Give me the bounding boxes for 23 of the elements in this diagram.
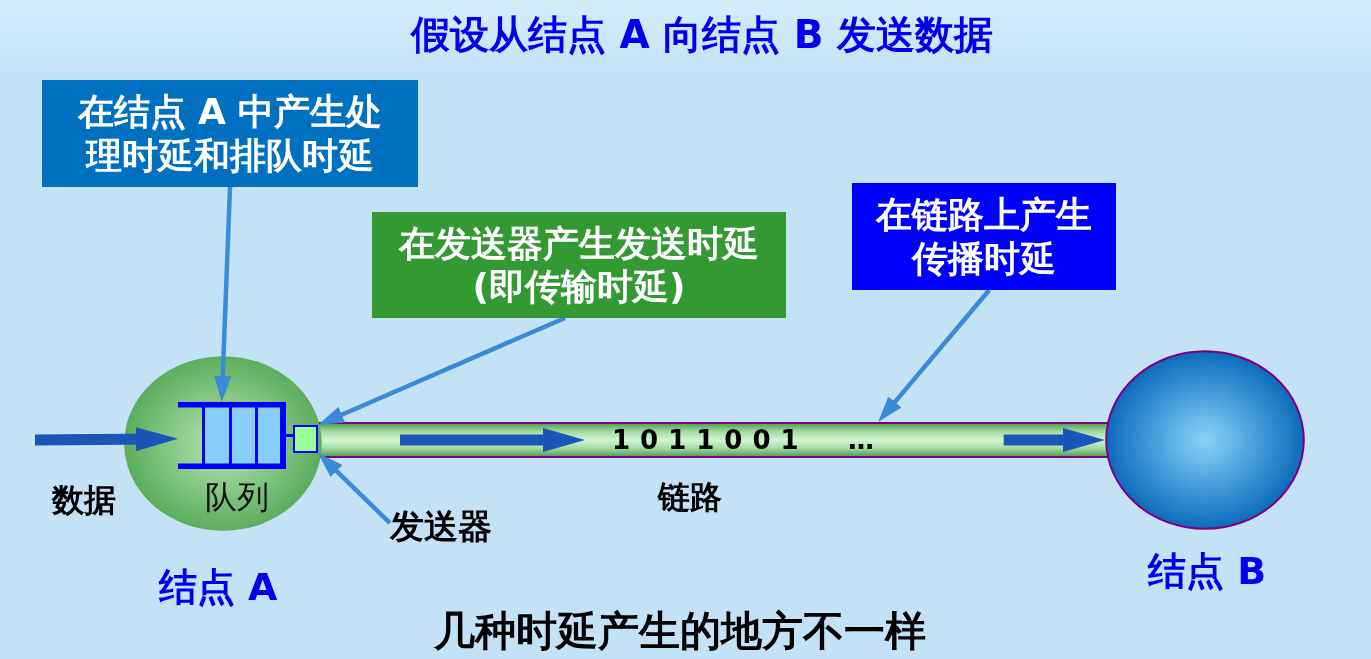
link-label: 链路 xyxy=(658,478,722,516)
node-circle xyxy=(123,355,323,532)
arrow xyxy=(318,453,392,525)
node-label: 结点 A xyxy=(158,566,278,610)
bit-sequence: 1011001 xyxy=(612,427,809,453)
node-circle xyxy=(1105,350,1305,530)
arrow xyxy=(1003,428,1105,452)
component-label: 发送器 xyxy=(390,507,492,547)
caption: 几种时延产生的地方不一样 xyxy=(434,608,926,656)
title: 假设从结点 A 向结点 B 发送数据 xyxy=(410,12,994,58)
continuation-dots: … xyxy=(848,427,874,453)
arrow xyxy=(214,186,233,402)
queue-label: 队列 xyxy=(205,478,269,516)
queue xyxy=(178,402,293,469)
callout-box: 在链路上产生传播时延 xyxy=(852,183,1116,290)
callout-box: 在结点 A 中产生处理时延和排队时延 xyxy=(42,80,418,187)
arrow xyxy=(34,427,178,452)
arrow xyxy=(318,315,566,425)
arrow xyxy=(878,288,991,422)
edge-label: 数据 xyxy=(52,481,116,519)
transmitter xyxy=(293,425,318,453)
node-label: 结点 B xyxy=(1147,550,1267,594)
callout-box: 在发送器产生发送时延(即传输时延) xyxy=(372,212,786,318)
